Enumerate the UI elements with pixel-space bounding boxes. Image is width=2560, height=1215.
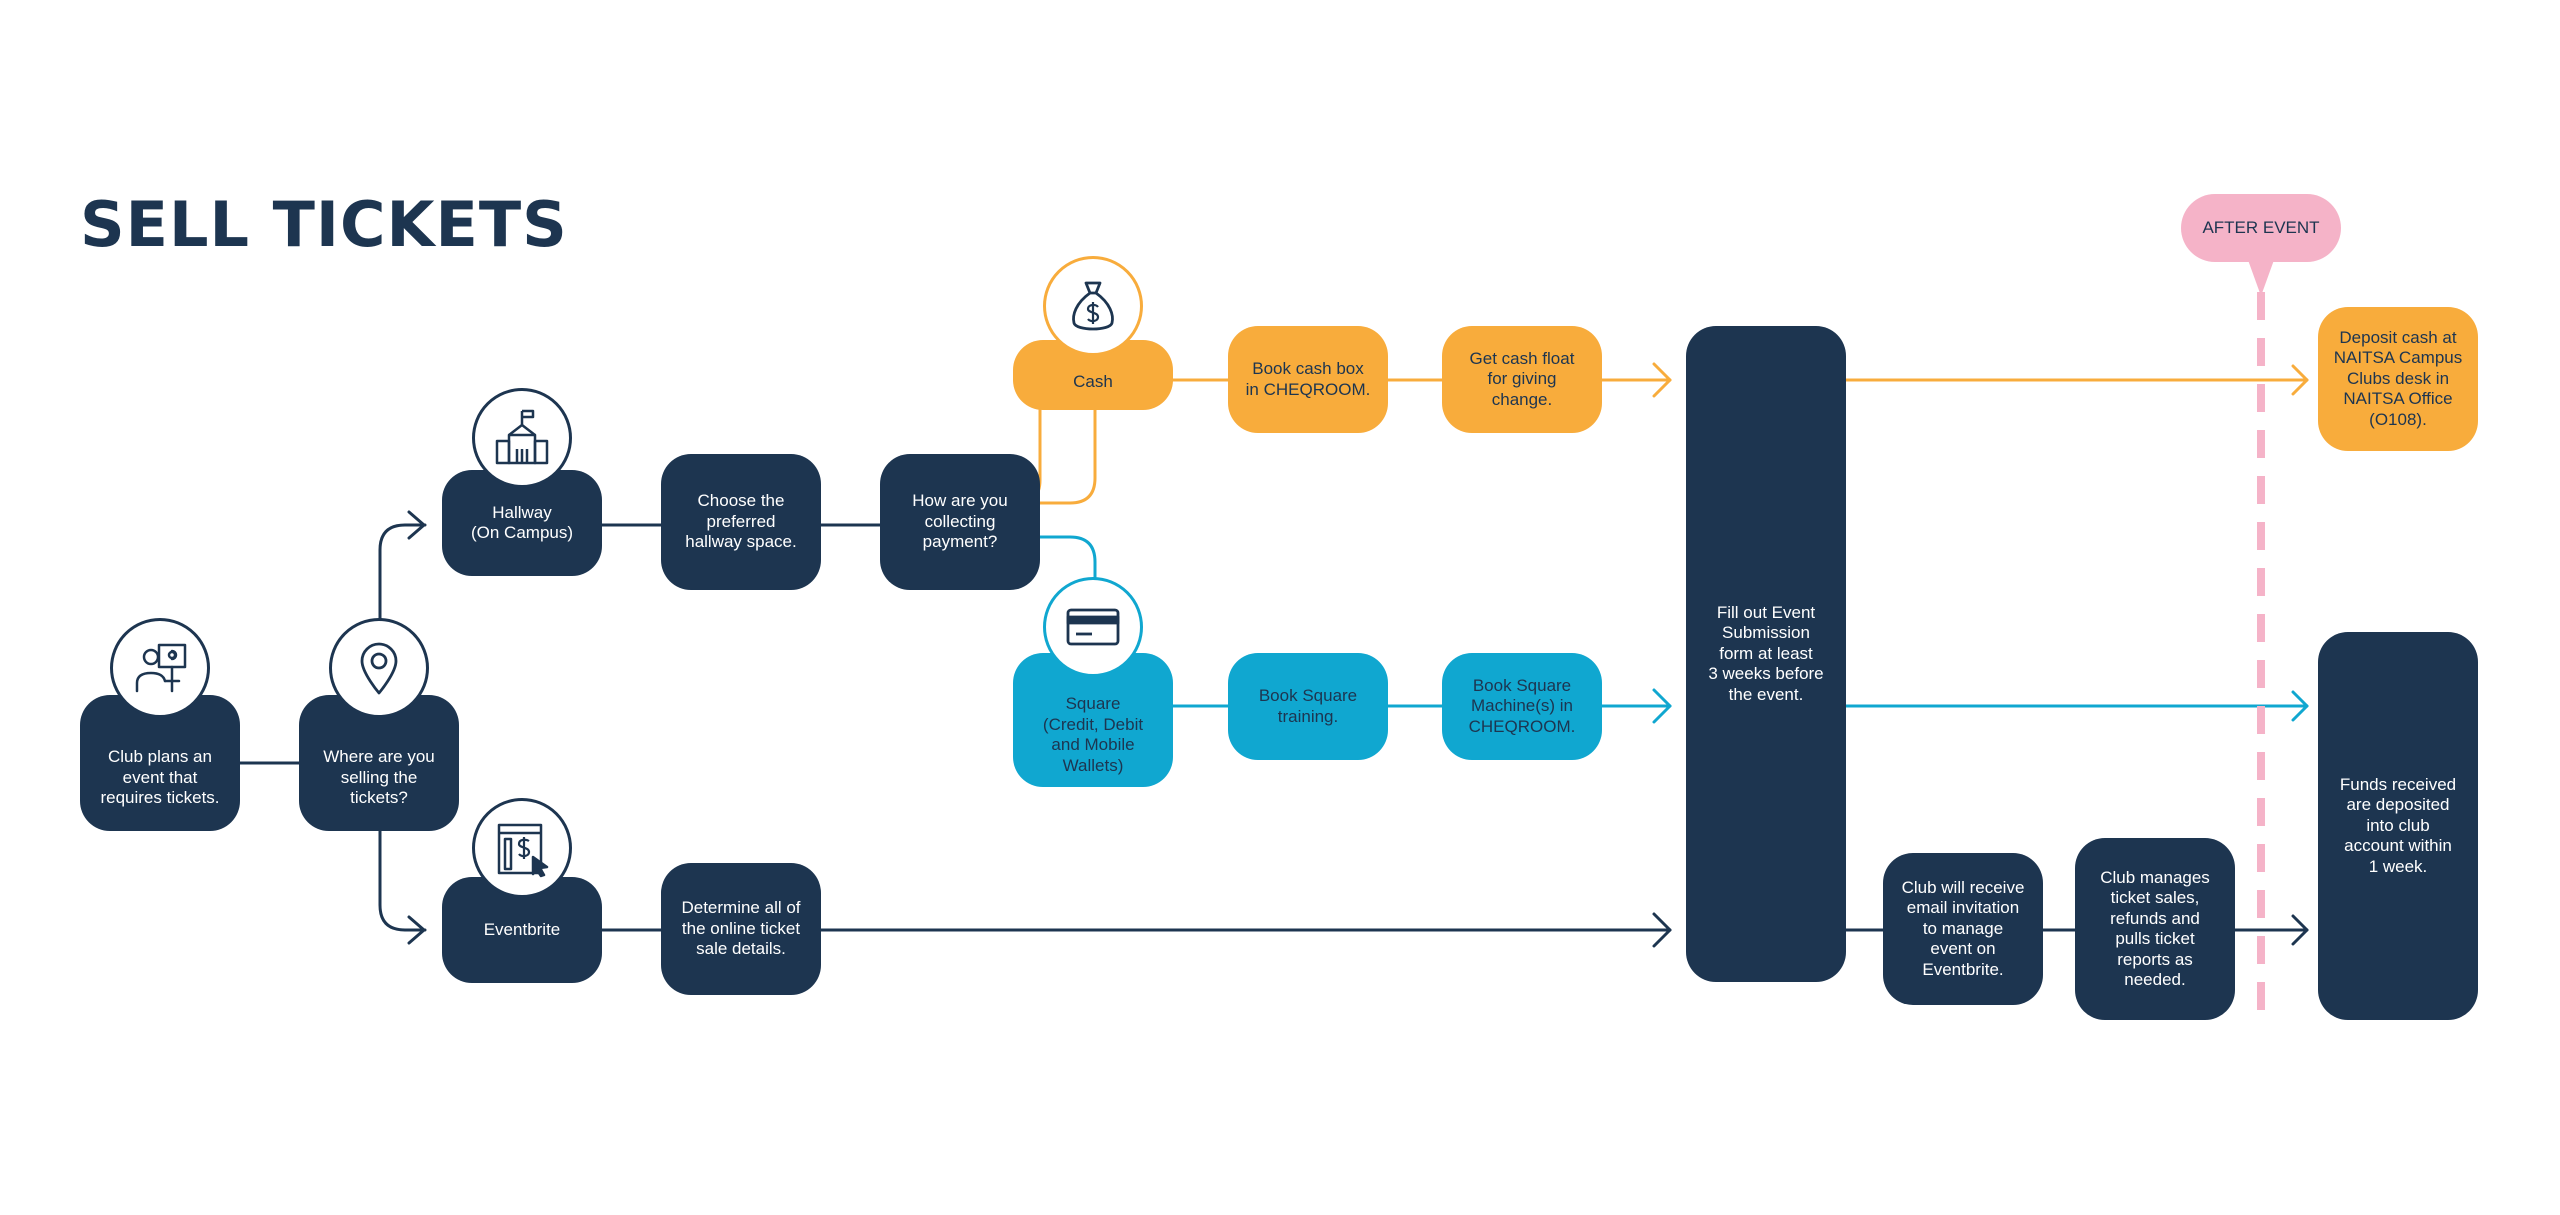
square-machine-node: Book Square Machine(s) in CHEQROOM. xyxy=(1442,653,1602,760)
event-submission-node: Fill out Event Submission form at least … xyxy=(1686,326,1846,982)
square-node: Square (Credit, Debit and Mobile Wallets… xyxy=(1013,653,1173,787)
online-details-node: Determine all of the online ticket sale … xyxy=(661,863,821,995)
person-idea-icon xyxy=(110,618,210,718)
collecting-payment-node: How are you collecting payment? xyxy=(880,454,1040,590)
funds-received-node: Funds received are deposited into club a… xyxy=(2318,632,2478,1020)
location-pin-icon xyxy=(329,618,429,718)
email-invitation-node: Club will receive email invitation to ma… xyxy=(1883,853,2043,1005)
school-building-icon xyxy=(472,388,572,488)
page-title: SELL TICKETS xyxy=(80,188,568,261)
after-event-tag: AFTER EVENT xyxy=(2181,194,2341,262)
choose-hallway-node: Choose the preferred hallway space. xyxy=(661,454,821,590)
cash-node: Cash xyxy=(1013,340,1173,410)
credit-card-icon xyxy=(1043,577,1143,677)
deposit-cash-node: Deposit cash at NAITSA Campus Clubs desk… xyxy=(2318,307,2478,451)
money-bag-icon xyxy=(1043,256,1143,356)
club-manages-node: Club manages ticket sales, refunds and p… xyxy=(2075,838,2235,1020)
eventbrite-node: Eventbrite xyxy=(442,877,602,983)
book-cash-box-node: Book cash box in CHEQROOM. xyxy=(1228,326,1388,433)
online-payment-icon xyxy=(472,798,572,898)
cash-float-node: Get cash float for giving change. xyxy=(1442,326,1602,433)
square-training-node: Book Square training. xyxy=(1228,653,1388,760)
